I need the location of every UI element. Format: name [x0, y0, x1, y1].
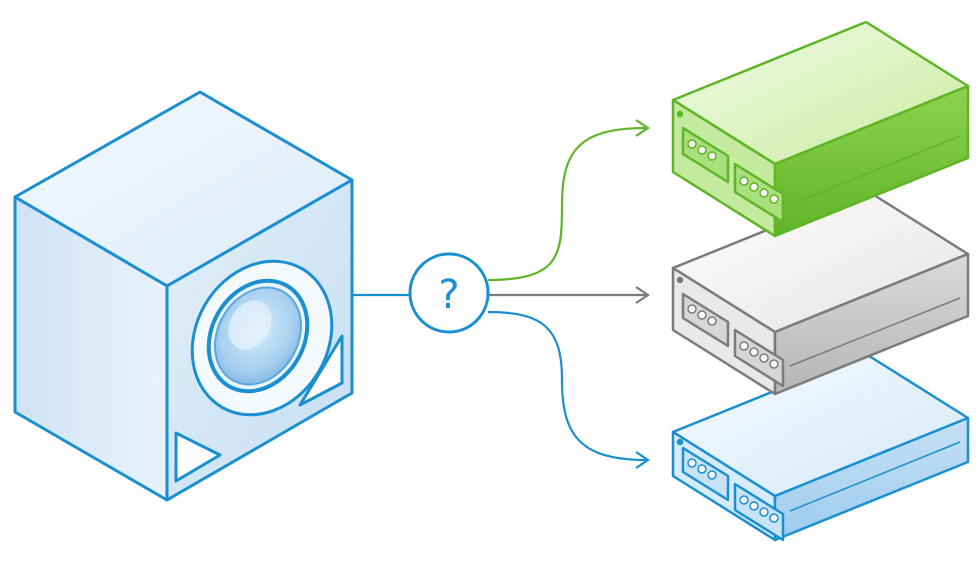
question-mark: ? [438, 272, 459, 318]
arrowhead-green [635, 119, 650, 137]
connector-green [487, 126, 647, 282]
connector-lines [352, 119, 650, 469]
arrowhead-blue [635, 451, 650, 469]
amplifier-gray-icon [671, 188, 970, 396]
decision-node: ? [408, 252, 490, 334]
subwoofer-icon [13, 90, 354, 502]
connector-blue [487, 310, 647, 462]
amplifier-green-icon [671, 20, 970, 238]
arrowhead-gray [635, 286, 650, 304]
amplifier-blue-icon [671, 352, 970, 542]
